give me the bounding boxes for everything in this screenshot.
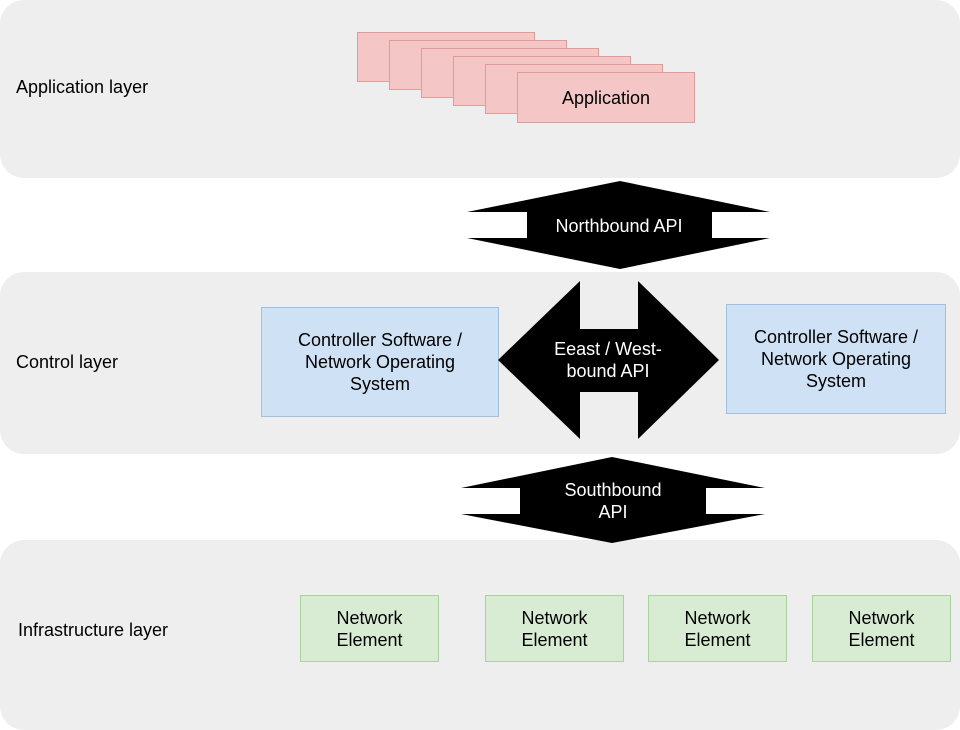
network-element: Network Element [485, 595, 624, 662]
network-element: Network Element [812, 595, 951, 662]
eastwest-api-label: Eeast / West-bound API [554, 339, 662, 381]
infrastructure-layer-label: Infrastructure layer [18, 620, 169, 640]
southbound-arrow [461, 457, 765, 543]
northbound-api-label: Northbound API [555, 216, 683, 236]
controller-software-right: Controller Software / Network Operating … [726, 304, 946, 414]
application-layer-label: Application layer [16, 77, 149, 97]
control-layer-label: Control layer [16, 352, 119, 372]
northbound-arrow [467, 181, 770, 269]
application-card-front: Application [517, 72, 695, 123]
infrastructure-layer [0, 540, 960, 730]
network-element: Network Element [300, 595, 439, 662]
eastwest-arrow [498, 281, 719, 439]
southbound-api-label: Southbound API [564, 480, 662, 522]
controller-software-left: Controller Software / Network Operating … [261, 307, 499, 417]
network-element: Network Element [648, 595, 787, 662]
